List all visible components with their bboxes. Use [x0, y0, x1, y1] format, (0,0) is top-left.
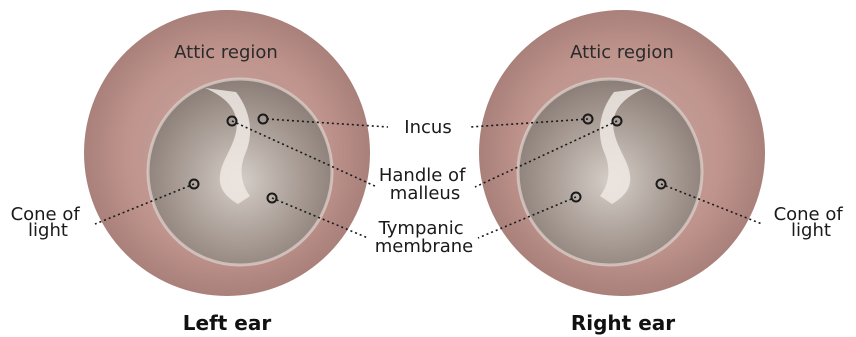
- left-cone-line-2: light: [28, 220, 68, 241]
- center-labels: Incus Handle of malleus Tympanic membran…: [375, 117, 473, 257]
- left-attic-region-label: Attic region: [174, 42, 278, 63]
- handle-of-malleus-label: Handle of malleus: [379, 165, 471, 204]
- incus-label: Incus: [404, 117, 451, 138]
- right-ear-caption: Right ear: [571, 311, 675, 335]
- right-cone-of-light-label: Cone of light: [774, 204, 849, 241]
- left-ear-caption: Left ear: [183, 311, 272, 335]
- tympanic-membrane-label: Tympanic membrane: [375, 218, 473, 257]
- left-ear: Attic region: [84, 10, 370, 296]
- right-cone-line-2: light: [791, 220, 831, 241]
- tympanic-membrane-line-2: membrane: [375, 236, 473, 257]
- right-attic-region-label: Attic region: [570, 42, 674, 63]
- handle-of-malleus-line-2: malleus: [390, 183, 460, 204]
- right-ear: Attic region: [479, 10, 765, 296]
- left-cone-of-light-label: Cone of light: [11, 204, 86, 241]
